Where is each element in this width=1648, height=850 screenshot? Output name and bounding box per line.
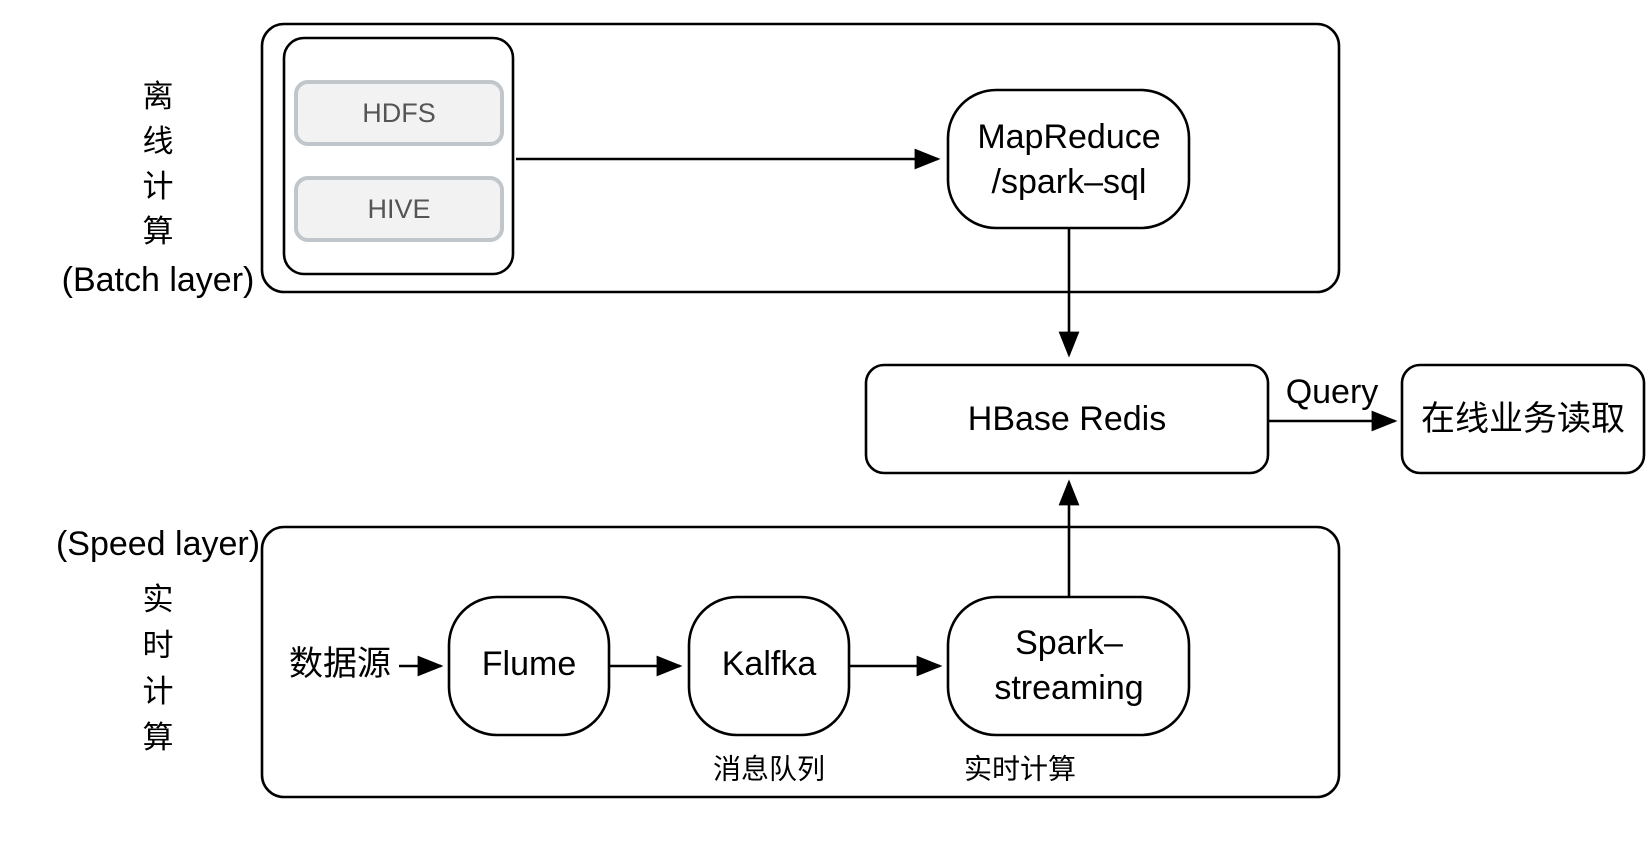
speed-layer-en-label: (Speed layer) bbox=[56, 525, 260, 563]
speed-layer-label-char-2: 计 bbox=[143, 674, 174, 709]
kalfka-caption: 消息队列 bbox=[713, 753, 825, 784]
batch-layer-label-char-3: 算 bbox=[143, 214, 174, 249]
batch-layer-label-char-0: 离 bbox=[143, 79, 174, 114]
online-consumer-label: 在线业务读取 bbox=[1421, 400, 1625, 438]
spark-streaming-label-line2: streaming bbox=[994, 669, 1143, 707]
hdfs-box[interactable] bbox=[294, 80, 504, 146]
batch-layer-label-char-2: 计 bbox=[143, 169, 174, 204]
hdfs-label: HDFS bbox=[362, 98, 436, 128]
speed-layer-label-char-0: 实 bbox=[143, 582, 174, 617]
spark-streaming-label-line1: Spark– bbox=[1015, 624, 1123, 662]
hbase-redis-label: HBase Redis bbox=[968, 400, 1166, 438]
spark-streaming-node[interactable] bbox=[946, 595, 1191, 737]
batch-layer-label-char-1: 线 bbox=[143, 124, 174, 159]
online-consumer-node[interactable] bbox=[1400, 363, 1646, 475]
speed-layer-label-char-3: 算 bbox=[143, 720, 174, 755]
mapreduce-label-line1: MapReduce bbox=[977, 118, 1160, 156]
kalfka-label: Kalfka bbox=[722, 645, 817, 683]
speed-layer-label-char-1: 时 bbox=[143, 628, 174, 663]
hbase-redis-node[interactable] bbox=[864, 363, 1270, 475]
hive-label: HIVE bbox=[367, 194, 430, 224]
spark-streaming-caption: 实时计算 bbox=[964, 753, 1076, 784]
batch-layer-en-label: (Batch layer) bbox=[62, 261, 255, 299]
hive-box[interactable] bbox=[294, 176, 504, 242]
query-edge-label: Query bbox=[1286, 373, 1379, 411]
flume-label: Flume bbox=[482, 645, 576, 683]
mapreduce-node[interactable] bbox=[946, 88, 1191, 230]
mapreduce-label-line2: /spark–sql bbox=[992, 163, 1147, 201]
data-source-label: 数据源 bbox=[289, 645, 391, 683]
